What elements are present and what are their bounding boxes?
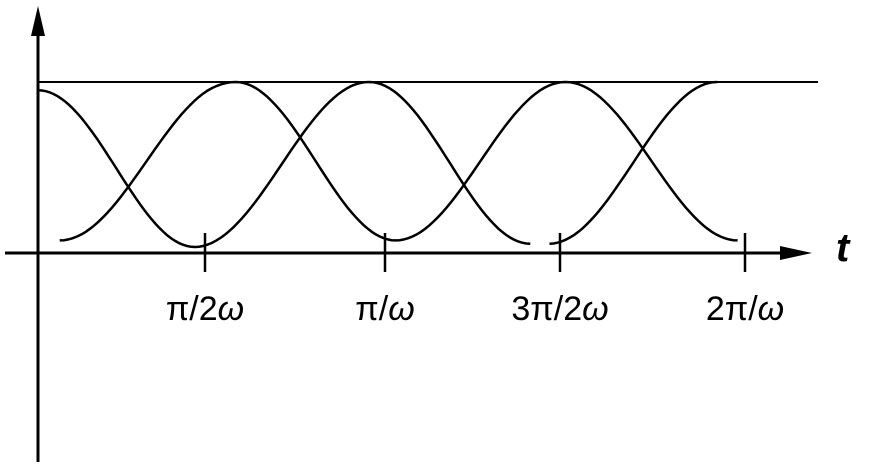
x-tick-label: 3π/2ω — [511, 290, 608, 329]
x-axis-label: t — [836, 226, 850, 270]
tick-label-text: 3π/2 — [511, 290, 583, 328]
tick-label-omega: ω — [582, 290, 609, 328]
curve-a-line — [37, 80, 531, 249]
tick-label-omega: ω — [388, 290, 415, 328]
x-tick-label: π/2ω — [166, 290, 244, 329]
curve-a-line — [549, 80, 718, 245]
tick-label-text: π/2 — [165, 290, 218, 328]
tick-label-omega: ω — [757, 290, 785, 328]
tick-label-omega: ω — [217, 290, 245, 328]
x-tick-label: π/ω — [355, 290, 414, 329]
y-axis-arrow-icon — [31, 6, 45, 36]
tick-label-text: 2π/ — [705, 290, 758, 328]
curve-b-line — [59, 80, 738, 242]
x-tick-label: 2π/ω — [706, 290, 784, 329]
tick-label-text: π/ — [355, 290, 389, 328]
x-axis-arrow-icon — [780, 246, 812, 260]
